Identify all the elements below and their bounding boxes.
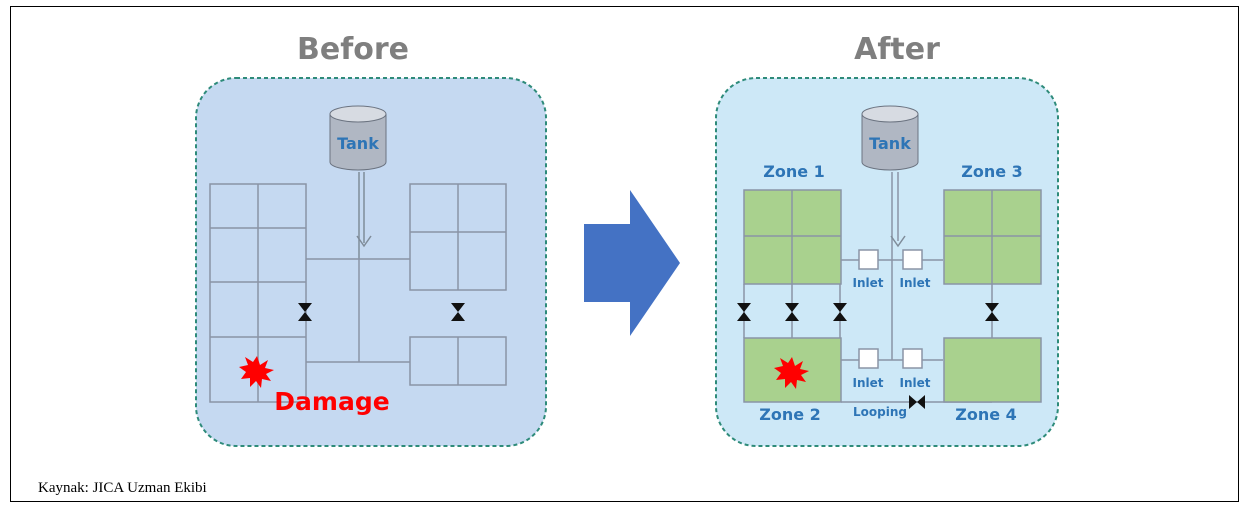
inlet-box	[858, 249, 879, 270]
before-pipes	[306, 258, 410, 363]
valve-icon	[451, 303, 465, 321]
inlet-box	[902, 348, 923, 369]
zone-1-block	[743, 189, 842, 285]
flow-arrow	[890, 235, 906, 248]
before-right-top-block	[409, 183, 507, 291]
zone-4-block	[943, 337, 1042, 403]
valve-icon	[785, 303, 799, 321]
transition-arrow-icon	[584, 190, 680, 336]
inlet-label: Inlet	[853, 376, 884, 390]
valve-icon	[737, 303, 751, 321]
before-tank-label: Tank	[337, 134, 379, 153]
damage-label: Damage	[274, 387, 389, 416]
tank-icon	[329, 105, 387, 171]
inlet-box	[902, 249, 923, 270]
inlet-label: Inlet	[853, 276, 884, 290]
zone-1-label: Zone 1	[763, 162, 825, 181]
inlet-label: Inlet	[900, 376, 931, 390]
damage-burst-icon	[239, 356, 274, 388]
zone-2-label: Zone 2	[759, 405, 821, 424]
before-right-bottom-block	[409, 336, 507, 386]
valve-icon	[833, 303, 847, 321]
before-diagram: Tank Damage	[188, 76, 552, 450]
zone-3-block	[943, 189, 1042, 285]
after-diagram: Tank Inlet Inlet Inlet Inlet	[710, 76, 1064, 450]
valve-icon	[985, 303, 999, 321]
looping-label: Looping	[853, 405, 907, 419]
after-tank-label: Tank	[869, 134, 911, 153]
source-caption: Kaynak: JICA Uzman Ekibi	[38, 480, 207, 496]
before-title: Before	[296, 32, 410, 67]
after-title: After	[854, 32, 940, 67]
damage-burst-icon	[774, 357, 809, 389]
zone-4-label: Zone 4	[955, 405, 1017, 424]
zone-3-label: Zone 3	[961, 162, 1023, 181]
inlet-box	[858, 348, 879, 369]
valve-icon	[298, 303, 312, 321]
looping-valve-icon	[909, 395, 925, 409]
inlet-label: Inlet	[900, 276, 931, 290]
tank-icon	[861, 105, 919, 171]
